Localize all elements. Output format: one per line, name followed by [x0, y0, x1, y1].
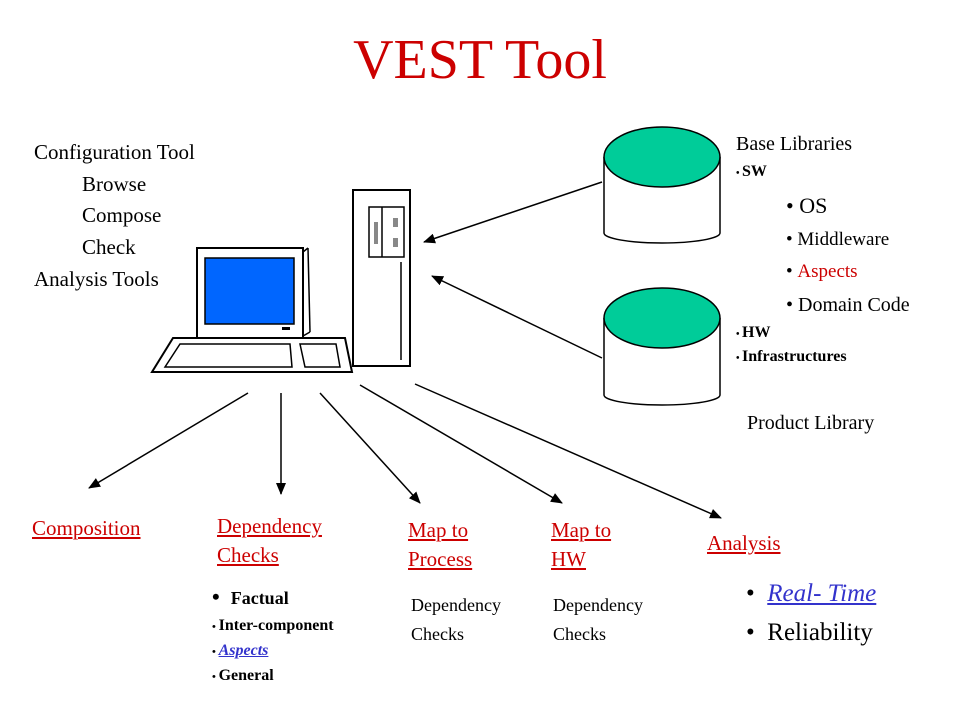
config-item-browse: Browse: [82, 172, 147, 196]
os-label: OS: [799, 193, 828, 218]
dependency-checks-line2: Checks: [217, 543, 279, 567]
config-item-check: Check: [82, 235, 136, 259]
config-item-compose: Compose: [82, 203, 162, 227]
sw-item-aspects: • Aspects: [786, 261, 858, 282]
map-to-hw-link[interactable]: Map to HW: [551, 516, 611, 574]
arrow-base-to-tower: [423, 181, 603, 244]
sw-item: • SW: [736, 163, 767, 180]
map-process-dependency-checks: Dependency Checks: [411, 591, 501, 649]
map-hw-line2: HW: [551, 547, 586, 571]
general-label: General: [218, 667, 274, 684]
product-library-cylinder-icon: [603, 287, 721, 406]
aspects-link[interactable]: Aspects: [218, 642, 269, 659]
analysis-tools-label: Analysis Tools: [34, 267, 159, 291]
inter-component-label: Inter-component: [218, 617, 334, 634]
arrow-to-composition: [88, 392, 249, 489]
map-process-line2: Process: [408, 547, 473, 571]
analysis-item-real-time: • Real- Time: [746, 580, 877, 607]
arrow-to-analysis: [414, 383, 722, 519]
factual-label: Factual: [230, 588, 289, 608]
dependency-checks-link[interactable]: Dependency Checks: [217, 512, 322, 570]
page-title: VEST Tool: [353, 29, 607, 91]
dependency-checks-line1: Dependency: [217, 514, 322, 538]
map-hw-line1: Map to: [551, 518, 612, 542]
map-process-sub-line1: Dependency: [411, 595, 501, 615]
tower-icon: [352, 189, 411, 367]
real-time-link[interactable]: Real- Time: [767, 580, 877, 607]
map-to-process-link[interactable]: Map to Process: [408, 516, 472, 574]
base-library-cylinder-icon: [603, 126, 721, 244]
domain-code-label: Domain Code: [798, 294, 910, 316]
map-hw-sub-line1: Dependency: [553, 595, 643, 615]
dep-item-inter-component: • Inter-component: [212, 617, 334, 634]
product-library-label: Product Library: [747, 412, 875, 434]
hw-label: HW: [742, 324, 771, 341]
analysis-link[interactable]: Analysis: [707, 531, 781, 555]
hw-item: • HW: [736, 324, 771, 341]
map-hw-sub-line2: Checks: [553, 624, 606, 644]
dep-item-factual: • Factual: [212, 584, 289, 609]
sw-item-domain-code: • Domain Code: [786, 294, 910, 316]
middleware-label: Middleware: [797, 229, 890, 250]
base-libraries-label: Base Libraries: [736, 133, 853, 155]
keyboard-icon: [150, 337, 354, 373]
sw-label: SW: [742, 163, 767, 180]
config-heading: Configuration Tool: [34, 140, 195, 164]
dep-item-general: • General: [212, 667, 274, 684]
infrastructures-label: Infrastructures: [742, 348, 847, 365]
arrow-to-map-hw: [359, 384, 563, 504]
sw-item-os: • OS: [786, 193, 828, 218]
aspects-label: Aspects: [797, 261, 858, 282]
analysis-item-reliability: • Reliability: [746, 619, 873, 646]
monitor-icon: [196, 247, 311, 341]
arrow-to-map-process: [319, 392, 421, 504]
map-process-line1: Map to: [408, 518, 469, 542]
sw-item-middleware: • Middleware: [786, 229, 890, 250]
map-process-sub-line2: Checks: [411, 624, 464, 644]
infrastructures-item: • Infrastructures: [736, 348, 847, 365]
composition-link[interactable]: Composition: [32, 516, 141, 540]
arrow-product-to-tower: [431, 275, 603, 359]
map-hw-dependency-checks: Dependency Checks: [553, 591, 643, 649]
reliability-label: Reliability: [767, 619, 873, 646]
dep-item-aspects: • Aspects: [212, 642, 269, 659]
